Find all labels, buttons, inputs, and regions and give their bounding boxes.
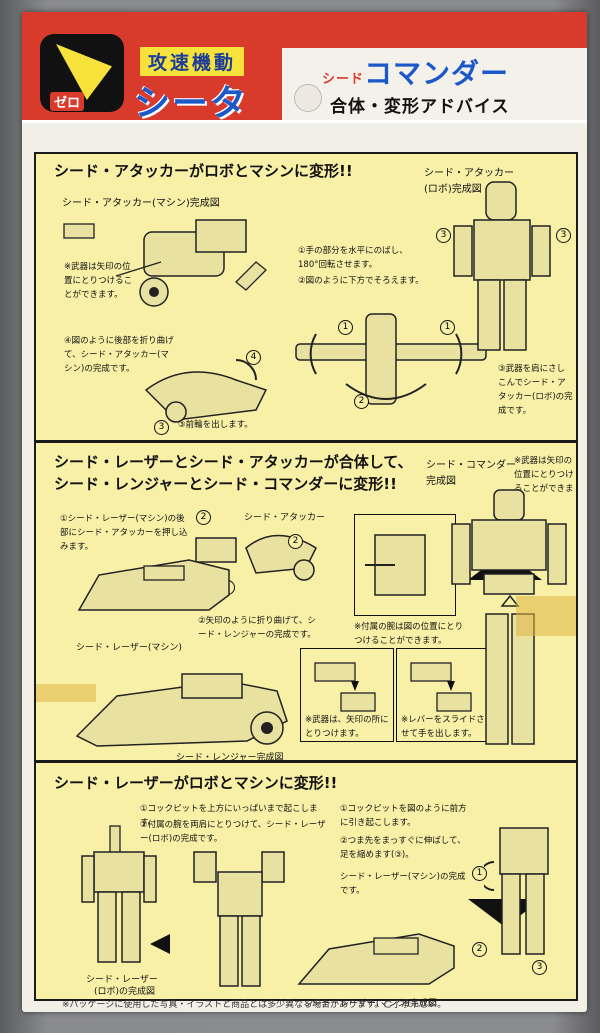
disclaimer: ※パッケージに使用した写真・イラストと商品とは多少異なる場合があります。ご了承下… [62,1000,447,1010]
s2-step2: ②矢印のように折り曲げて、シード・レンジャーの完成です。 [198,616,316,640]
package-card: ゼロ 攻速機動 シータ シードコマンダー 合体・変形アドバイス シード・アタッカ… [22,12,587,1012]
attacker-robo-label-2: (ロボ)完成図 [424,184,482,195]
attacker-transform-drawing [295,313,487,405]
attacker-fold-drawing [144,359,268,423]
commander-label-2: 完成図 [426,476,456,487]
series-prefix: シード [322,72,365,87]
s3-step2: ②付属の腕を両肩にとりつけて、シード・レーザー(ロボ)の完成です。 [140,820,326,844]
s1-step3: ③武器を肩にさしこんでシード・アタッカー(ロボ)の完成です。 [498,364,573,416]
section2-heading-2: シード・レンジャーとシード・コマンダーに変形!! [50,474,401,494]
s2-laser-machine-drawing [77,559,230,611]
lever-note: ※レバーをスライドさせて手を出します。 [401,715,485,739]
s3-step-r1: ①コックピットを図のように前方に引き起こします。 [340,804,467,828]
logo-zero: ゼロ [50,92,85,111]
s3-machine-done: シード・レーザー(マシン)の完成です。 [340,872,466,896]
page-subtitle: 合体・変形アドバイス [330,97,510,117]
attacker-weapon-note: ※武器は矢印の位置にとりつけることができます。 [64,262,133,300]
s1-step2: ②図のように下方でそろえます。 [298,276,424,286]
s2-laser-label: シード・レーザー(マシン) [76,643,182,653]
laser-machine-drawing [297,933,455,985]
left-arrow-icon [150,934,170,954]
arm-inset-drawing [365,534,426,596]
laser-robo-drawing [81,825,157,963]
s1-step1: ①手の部分を水平にのばし、180°回転させます。 [298,246,408,270]
attacker-machine-label: シード・アタッカー(マシン)完成図 [62,198,220,209]
attacker-robo-label-1: シード・アタッカー [424,168,514,179]
series-name: コマンダー [364,57,510,90]
zeta-logo-badge [40,34,124,112]
s2-step1: ①シード・レーザー(マシン)の後部にシード・アタッカーを押し込みます。 [60,514,188,552]
s2-attacker-label: シード・アタッカー [244,513,326,523]
kanji-title: 攻速機動 [140,47,245,76]
instruction-panel: シード・アタッカーがロボとマシンに変形!! シード・アタッカー(マシン)完成図 … [34,152,578,1009]
weapon-inset-drawing [314,662,376,712]
s3-step-r2: ②つま先をまっすぐに伸ばして、足を縮めます(③)。 [340,836,466,860]
laser-fold-drawing [484,827,549,955]
brand-title: シータ [134,83,249,124]
laser-transform-drawing [193,851,285,987]
laser-robo-label-2: (ロボ)の完成図 [94,987,156,997]
s2-ranger-label: シード・レンジャー完成図 [176,753,284,763]
commander-robo-drawing [451,489,567,745]
weapon-inset: ※武器は、矢印の所にとりつけます。 [300,648,394,742]
laser-robo-label-1: シード・レーザー [86,975,158,985]
lever-inset: ※レバーをスライドさせて手を出します。 [396,648,490,742]
arm-inset [354,514,456,616]
arm-note: ※付属の腕は図の位置にとりつけることができます。 [354,622,464,646]
s1-front-wheel: ③前輪を出します。 [178,420,253,430]
commander-label-1: シード・コマンダー [426,460,516,471]
section1-heading: シード・アタッカーがロボとマシンに変形!! [50,160,357,181]
laser-machine-label: シード・レーザー(マシン)完成図 [304,999,437,1009]
weapon-note: ※武器は、矢印の所にとりつけます。 [305,715,389,739]
header: ゼロ 攻速機動 シータ シードコマンダー 合体・変形アドバイス [22,12,587,127]
section3-heading: シード・レーザーがロボとマシンに変形!! [50,772,342,793]
hang-hole [294,84,322,112]
section2-heading-1: シード・レーザーとシード・アタッカーが合体して、 [50,452,417,472]
s3-step1: ①コックピットを上方にいっぱいまで起こします。 [140,804,318,828]
series-title: シードコマンダー [322,52,509,92]
attacker-robo-drawing [453,181,551,351]
attacker-machine-drawing [63,219,267,307]
s1-step4: ④図のように後部を折り曲げて、シード・アタッカー(マシン)の完成です。 [64,336,174,374]
lever-inset-drawing [410,662,472,712]
s2-ranger-drawing [75,673,288,747]
